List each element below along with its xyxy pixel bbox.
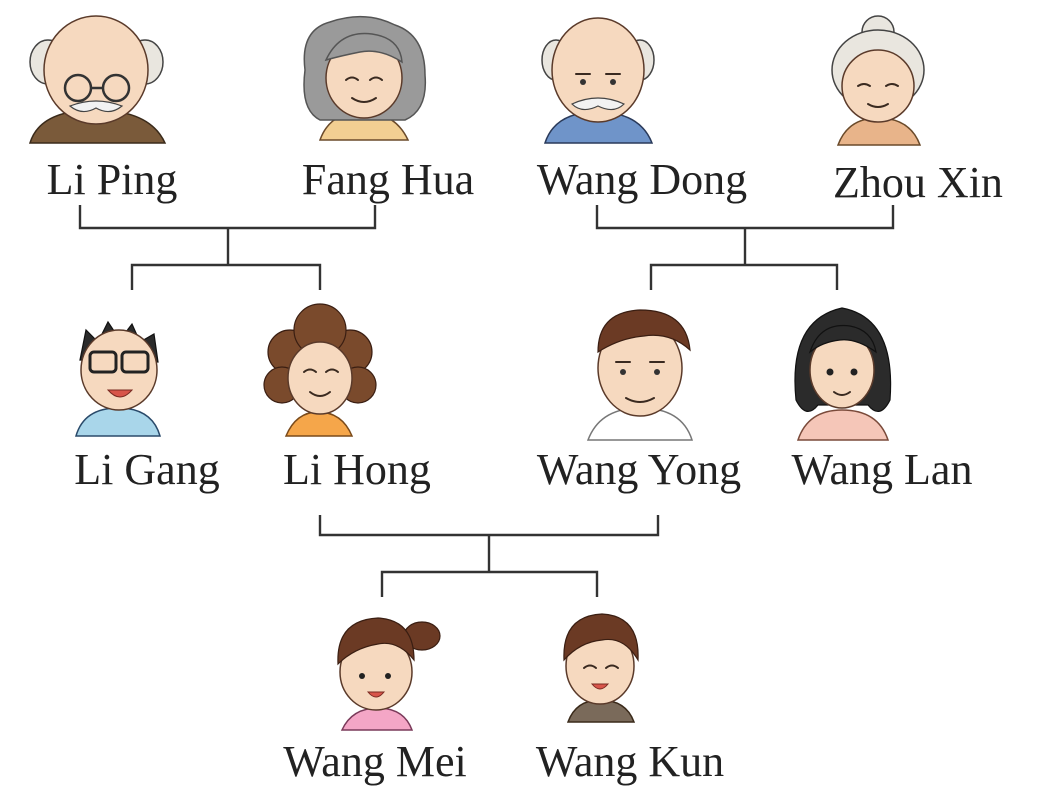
person-zhou-xin: Zhou Xin [831, 15, 1003, 207]
portrait-wang-yong [586, 309, 694, 441]
name-li-hong: Li Hong [283, 445, 431, 494]
name-wang-dong: Wang Dong [537, 155, 747, 204]
name-zhou-xin: Zhou Xin [833, 158, 1003, 207]
portrait-wang-kun [563, 613, 639, 723]
portrait-zhou-xin [831, 15, 925, 146]
name-fang-hua: Fang Hua [302, 155, 474, 204]
portrait-li-ping [28, 15, 167, 144]
connector-li-ping-fang-hua [78, 205, 377, 230]
person-wang-lan: Wang Lan [792, 307, 973, 494]
person-li-gang: Li Gang [74, 320, 220, 494]
person-wang-yong: Wang Yong [537, 309, 741, 494]
name-wang-kun: Wang Kun [536, 737, 724, 786]
name-wang-yong: Wang Yong [537, 445, 741, 494]
portrait-wang-lan [794, 307, 892, 441]
name-li-ping: Li Ping [47, 155, 178, 204]
portrait-fang-hua [303, 15, 427, 141]
person-fang-hua: Fang Hua [302, 15, 474, 204]
connector-wang-dong-zhou-xin [595, 205, 895, 230]
person-wang-mei: Wang Mei [283, 617, 467, 786]
portrait-wang-mei [337, 617, 441, 731]
portrait-li-gang [75, 320, 161, 437]
name-wang-mei: Wang Mei [283, 737, 466, 786]
connector-wang-children [649, 263, 839, 290]
person-wang-kun: Wang Kun [536, 613, 724, 786]
name-wang-lan: Wang Lan [792, 445, 973, 494]
name-li-gang: Li Gang [74, 445, 219, 494]
person-li-hong: Li Hong [263, 303, 431, 494]
connector-li-hong-wang-yong [318, 515, 660, 537]
person-wang-dong: Wang Dong [537, 17, 747, 204]
person-li-ping: Li Ping [28, 15, 178, 204]
connector-lines [78, 205, 895, 597]
connector-li-children [130, 263, 322, 290]
portrait-wang-dong [541, 17, 655, 144]
connector-grandchildren [380, 570, 599, 597]
portrait-li-hong [263, 303, 377, 437]
